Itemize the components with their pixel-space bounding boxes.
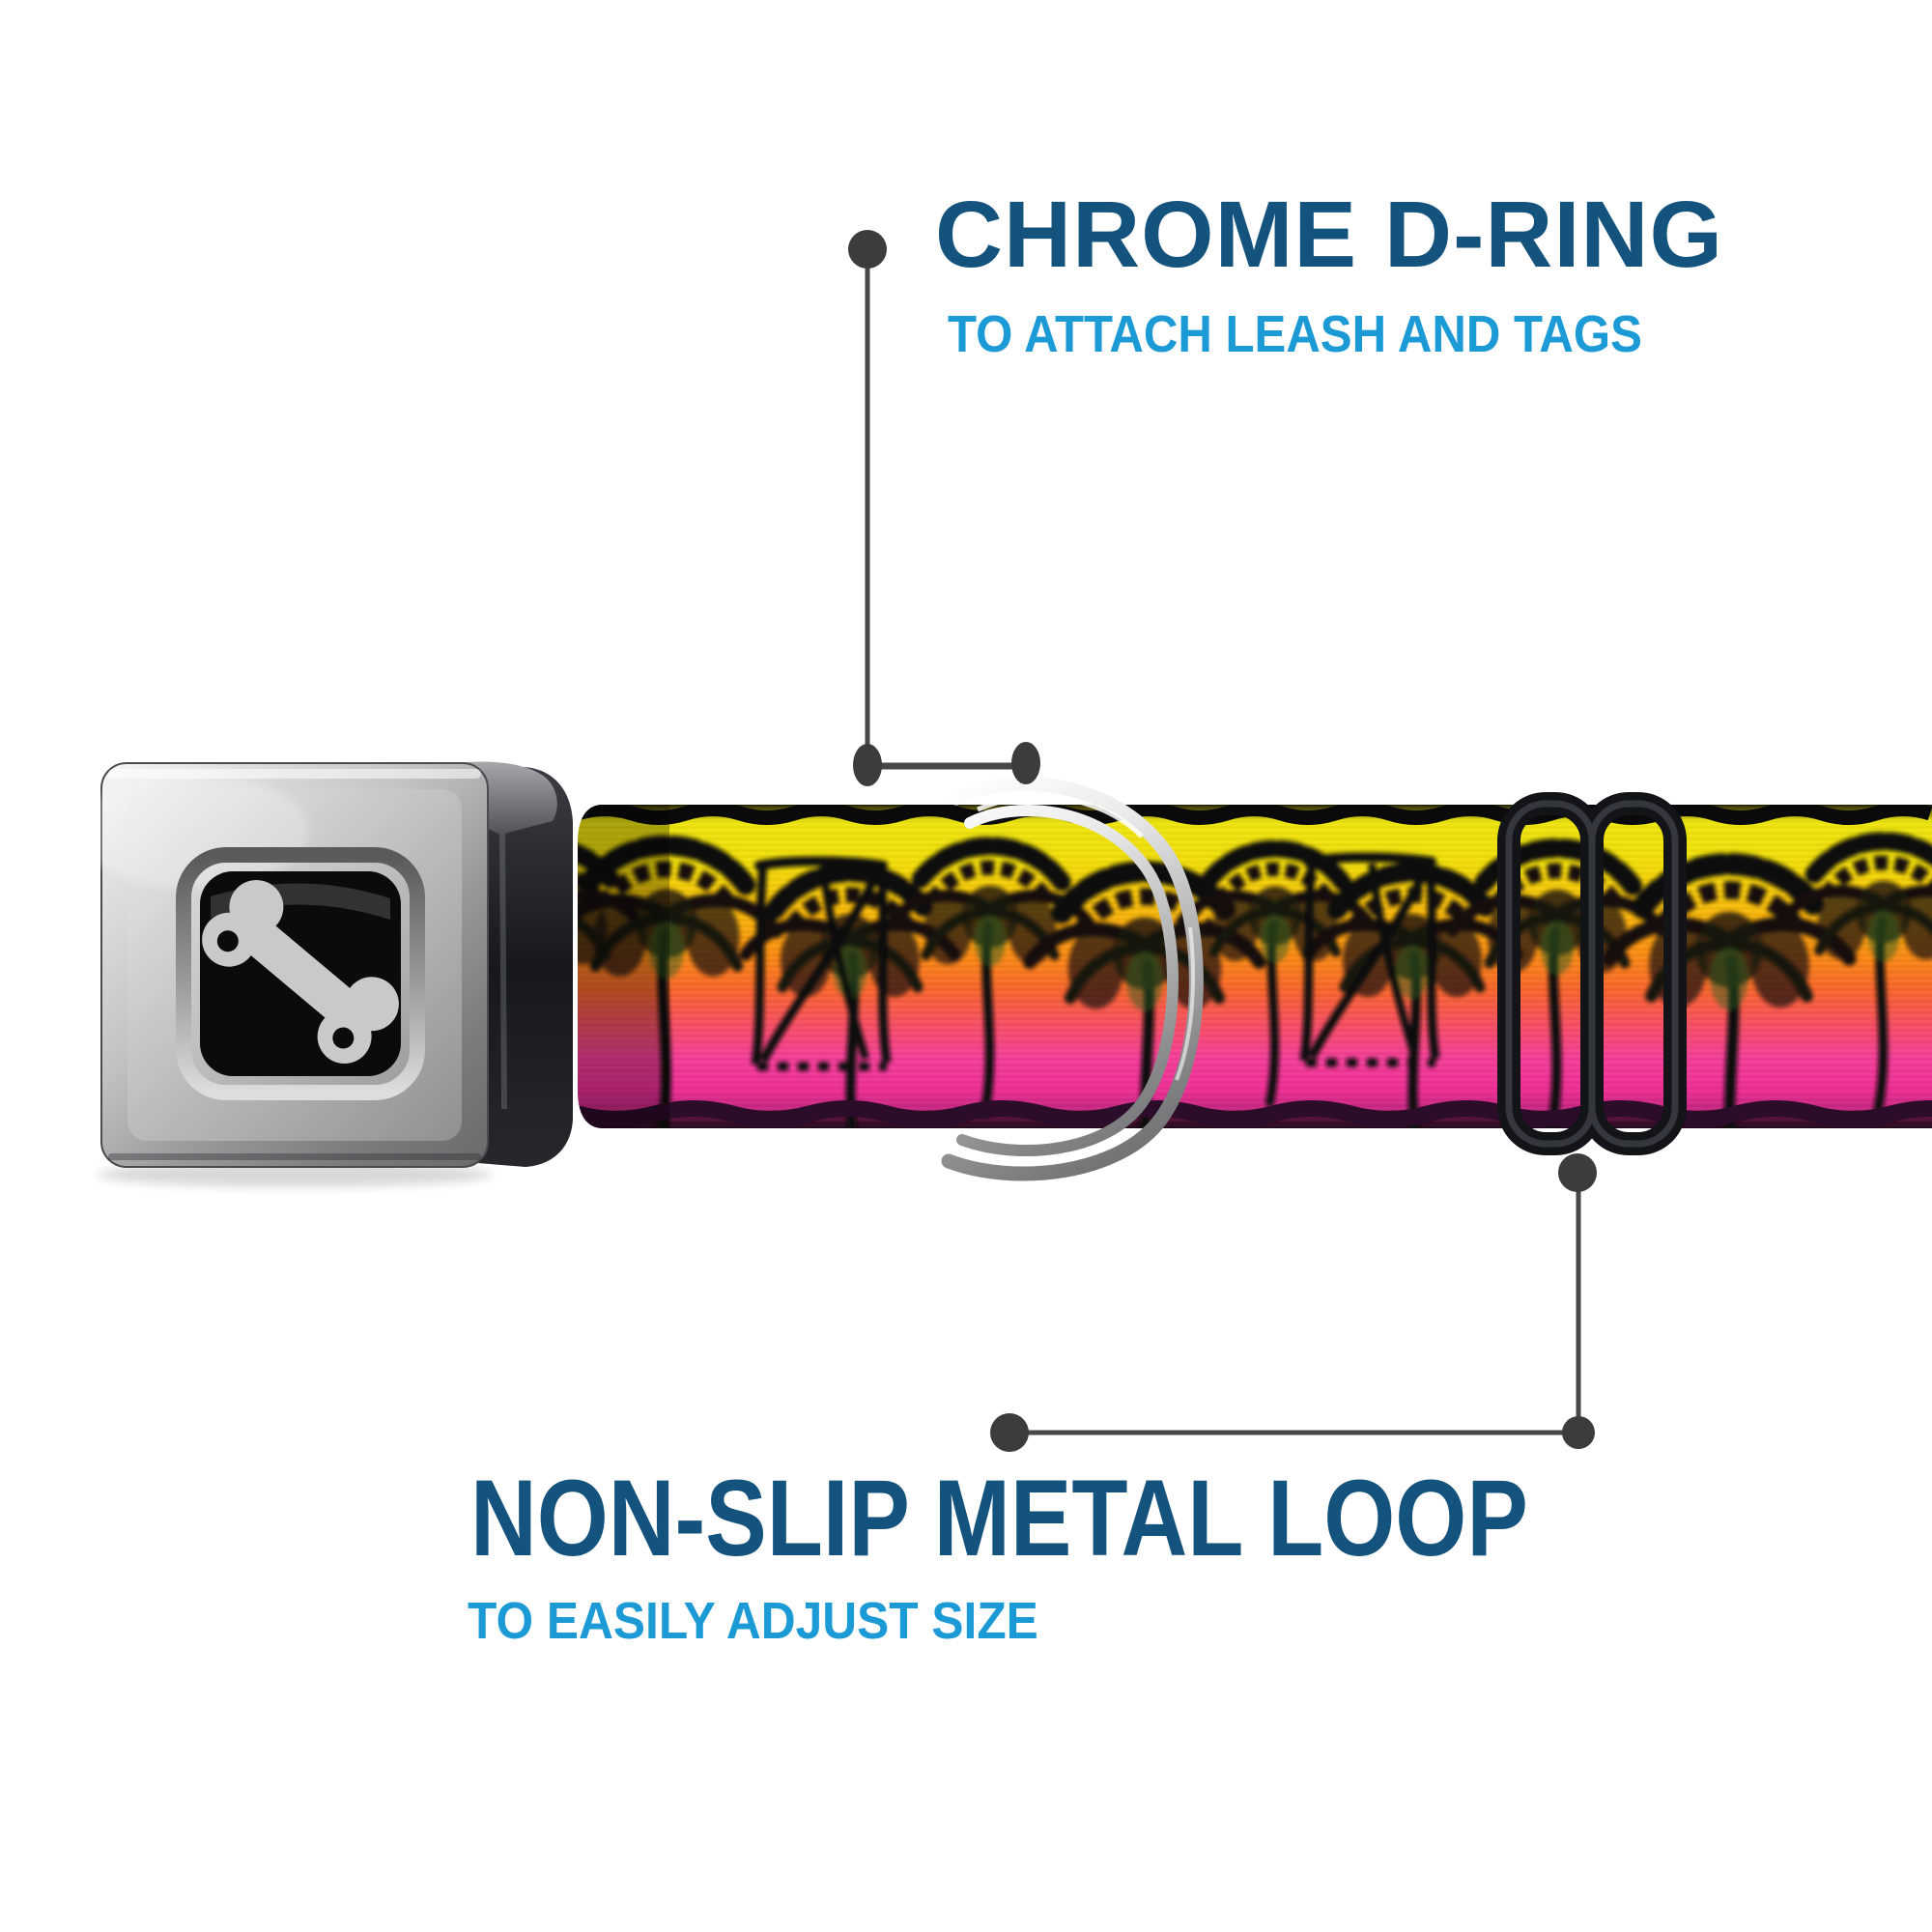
callout-bottom-subtitle: TO EASILY ADJUST SIZE <box>468 1592 1038 1650</box>
webbing-top-edge <box>578 805 1932 825</box>
sunset-palms-webbing <box>578 805 1932 1128</box>
callout-top-title: CHROME D-RING <box>935 182 1723 287</box>
webbing-bottom-edge <box>578 1100 1932 1127</box>
bone-icon <box>202 880 399 1064</box>
callout-top-subtitle: TO ATTACH LEASH AND TAGS <box>948 305 1642 363</box>
seatbelt-buckle <box>77 761 573 1168</box>
callout-top-connector <box>848 230 1040 786</box>
metal-loop-slider <box>1497 792 1687 1155</box>
chrome-d-ring <box>941 776 1204 1181</box>
buckle-recess <box>176 847 425 1100</box>
buckle-shadow <box>97 1162 493 1187</box>
callout-bottom-title: NON-SLIP METAL LOOP <box>470 1458 1528 1578</box>
callout-bottom-connector <box>990 1153 1597 1452</box>
